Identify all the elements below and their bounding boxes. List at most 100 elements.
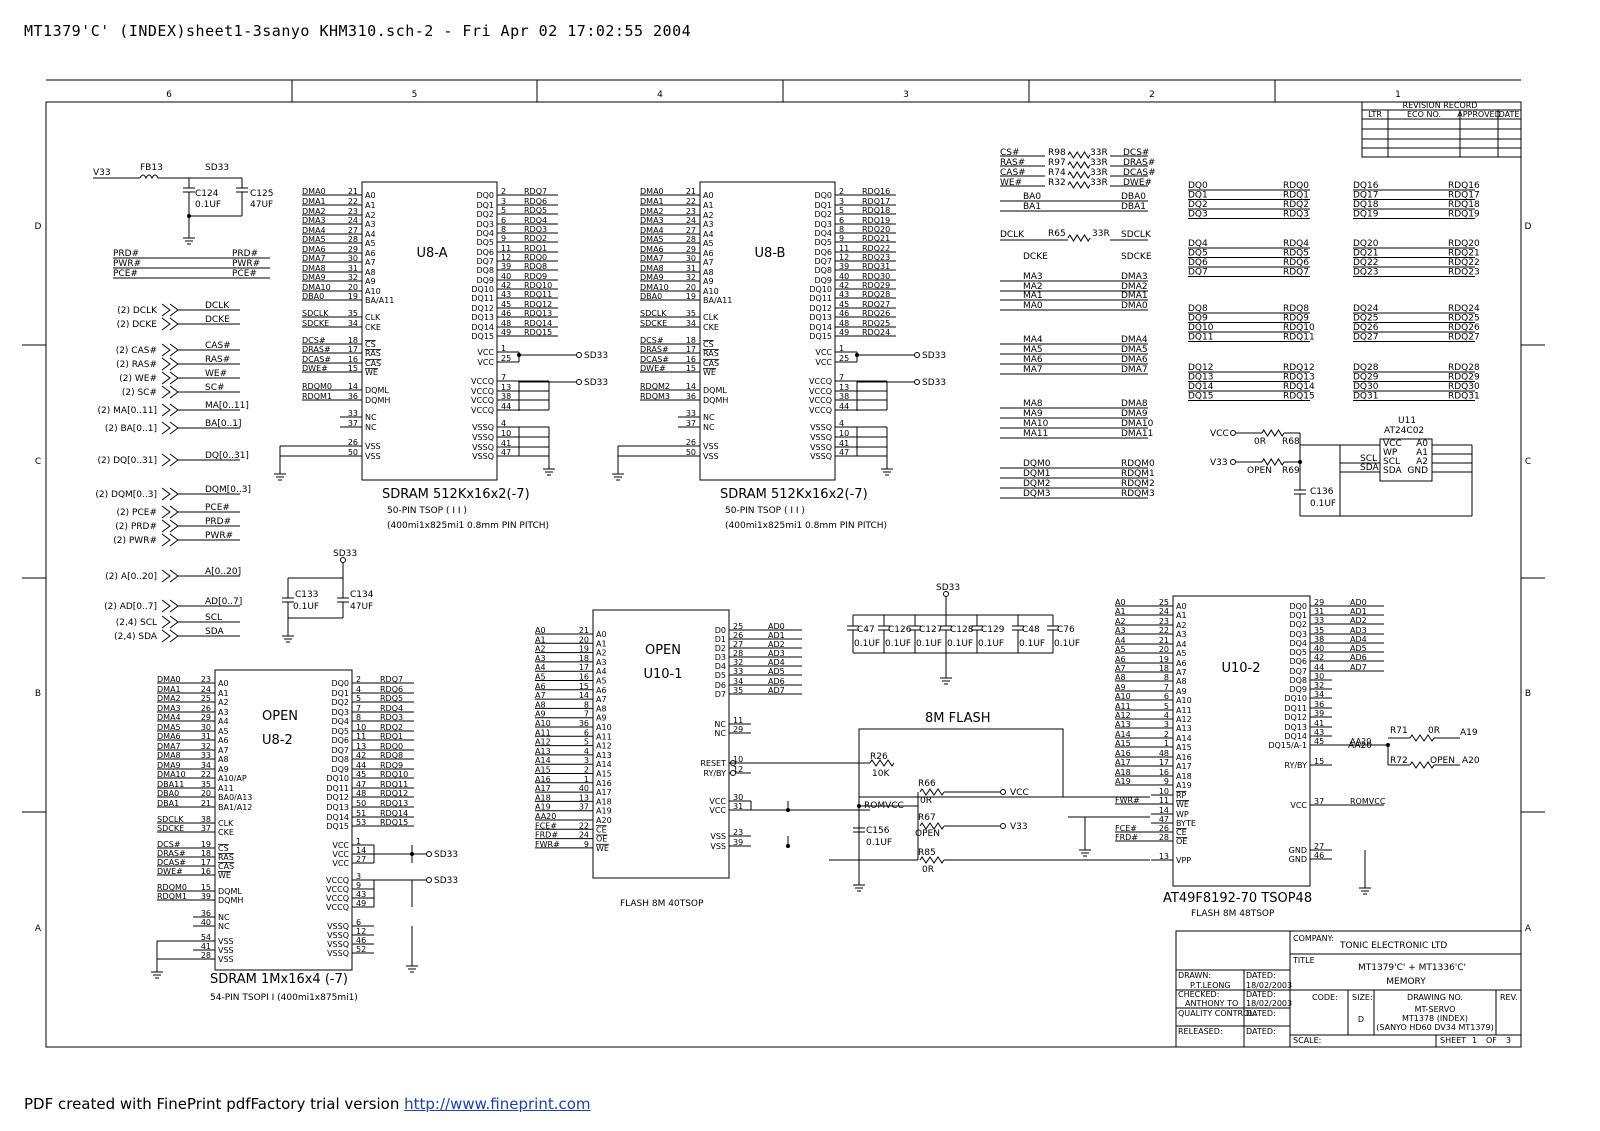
c124-value: 0.1UF [195,200,221,210]
junction-dot [1298,460,1302,464]
pin-label: A19 [596,807,612,816]
zone-row-label: C [35,457,41,467]
footer-link[interactable]: http://www.fineprint.com [404,1095,591,1113]
pin-label: 21 [1159,636,1169,645]
pin-label: 20 [201,789,211,798]
ground-symbol [1079,842,1091,857]
chip-caption-u10-2: AT49F8192-70 TSOP48 [1163,891,1312,906]
pin-label: DQML [365,386,389,395]
pin-label: 44 [1314,663,1324,672]
pin-label: VSSQ [327,922,349,931]
pin-label: DQML [218,887,242,896]
pin-label: 7 [356,704,361,713]
pin-label: 15 [1314,757,1324,766]
pin-label: WE [1176,800,1189,809]
r67-symbol [919,822,945,830]
pin-label: A8 [218,755,229,764]
port-chevron [169,357,179,371]
pin-label: 18 [348,336,358,345]
port-chevron [169,453,179,467]
pin-label: 29 [1314,598,1324,607]
port-chevron [161,599,171,613]
pin-label: VSSQ [810,423,832,432]
title-line1: MT1379'C' + MT1336'C' [1358,963,1466,973]
pin-label: VCC [332,859,349,868]
pin-label: 40 [1314,644,1324,653]
rdq-label: RDQ2 [1283,200,1309,210]
resistor-symbol [1067,171,1091,179]
dq-label: DQ3 [1188,210,1208,220]
port-chevron [161,357,171,371]
pin-label: CAS [365,359,381,368]
port-chevron [169,599,179,613]
pin-label: A1 [535,635,546,644]
pin-label: 19 [686,292,696,301]
fb13-label: FB13 [140,163,163,173]
pin-label: 48 [839,319,849,328]
pin-label: A9 [535,710,546,719]
pin-label: 45 [356,770,366,779]
pin-label: 38 [839,392,849,401]
pin-label: 3 [584,756,589,765]
pin-label: VCC [477,348,494,357]
net-label: DMA5 [1121,345,1148,355]
port-net-label: MA[0..11] [205,401,249,411]
pin-label: RDQ7 [380,675,403,684]
pin-label: DMA5 [640,235,664,244]
pin-label: FRD# [1115,833,1138,842]
pin-label: 28 [1159,833,1169,842]
pin-label: FCE# [535,821,557,830]
pin-label: RDQ1 [380,732,403,741]
pin-label: DMA2 [302,207,326,216]
pin-label: SDCKE [157,824,184,833]
pin-label: DMA3 [302,216,326,225]
pin-label: RDQ8 [524,262,547,271]
pin-label: VCCQ [471,396,494,405]
pin-label: 31 [1314,607,1324,616]
pin-label: DQ2 [814,210,832,219]
pin-label: A20 [596,816,612,825]
port-chevron [161,385,171,399]
pin-label: 16 [1159,768,1169,777]
pin-label: VCCQ [326,894,349,903]
port-chevron [161,615,171,629]
connector-terminal [1230,459,1236,465]
pin-label: 18 [201,849,211,858]
ground-symbol [881,461,893,476]
company-label: COMPANY: [1293,934,1334,943]
dated-label: DATED: [1246,1027,1276,1036]
pin-label: A1 [365,201,376,210]
pin-label: AA20 [535,812,556,821]
pin-label: NC [703,423,715,432]
pin-label: 13 [356,742,366,751]
rdq-label: RDQ11 [1283,333,1315,343]
zone-row-label: B [1525,689,1531,699]
pin-label: DMA9 [640,273,664,282]
pin-label: A13 [535,747,551,756]
net-label: MA9 [1023,409,1043,419]
r26-label: R26 [870,752,888,762]
pin-label: 24 [348,216,358,225]
port-chevron [161,317,171,331]
pin-label: A7 [535,691,546,700]
c124-label: C124 [195,189,219,199]
pin-label: AD0 [768,622,785,631]
pin-label: 43 [1314,728,1324,737]
romvcc-label: ROMVCC [864,801,904,811]
pin-label: A7 [1115,664,1126,673]
vcc-label: VCC [1010,788,1029,798]
pin-label: 48 [1159,749,1169,758]
v33-label: V33 [1010,822,1028,832]
pin-label: DCS# [302,336,326,345]
pin-label: DQ14 [809,323,832,332]
pin-label: A2 [596,649,607,658]
pin-label: 22 [579,821,589,830]
ferrite-bead-symbol [139,174,159,180]
rdq-label: RDQ6 [1283,258,1309,268]
pin-label: NC [714,729,726,738]
pin-label: DQ6 [1289,657,1307,666]
pin-label: 13 [579,793,589,802]
pin-label: DMA8 [157,751,181,760]
pin-label: DQ13 [326,803,349,812]
pin-label: 35 [201,780,211,789]
